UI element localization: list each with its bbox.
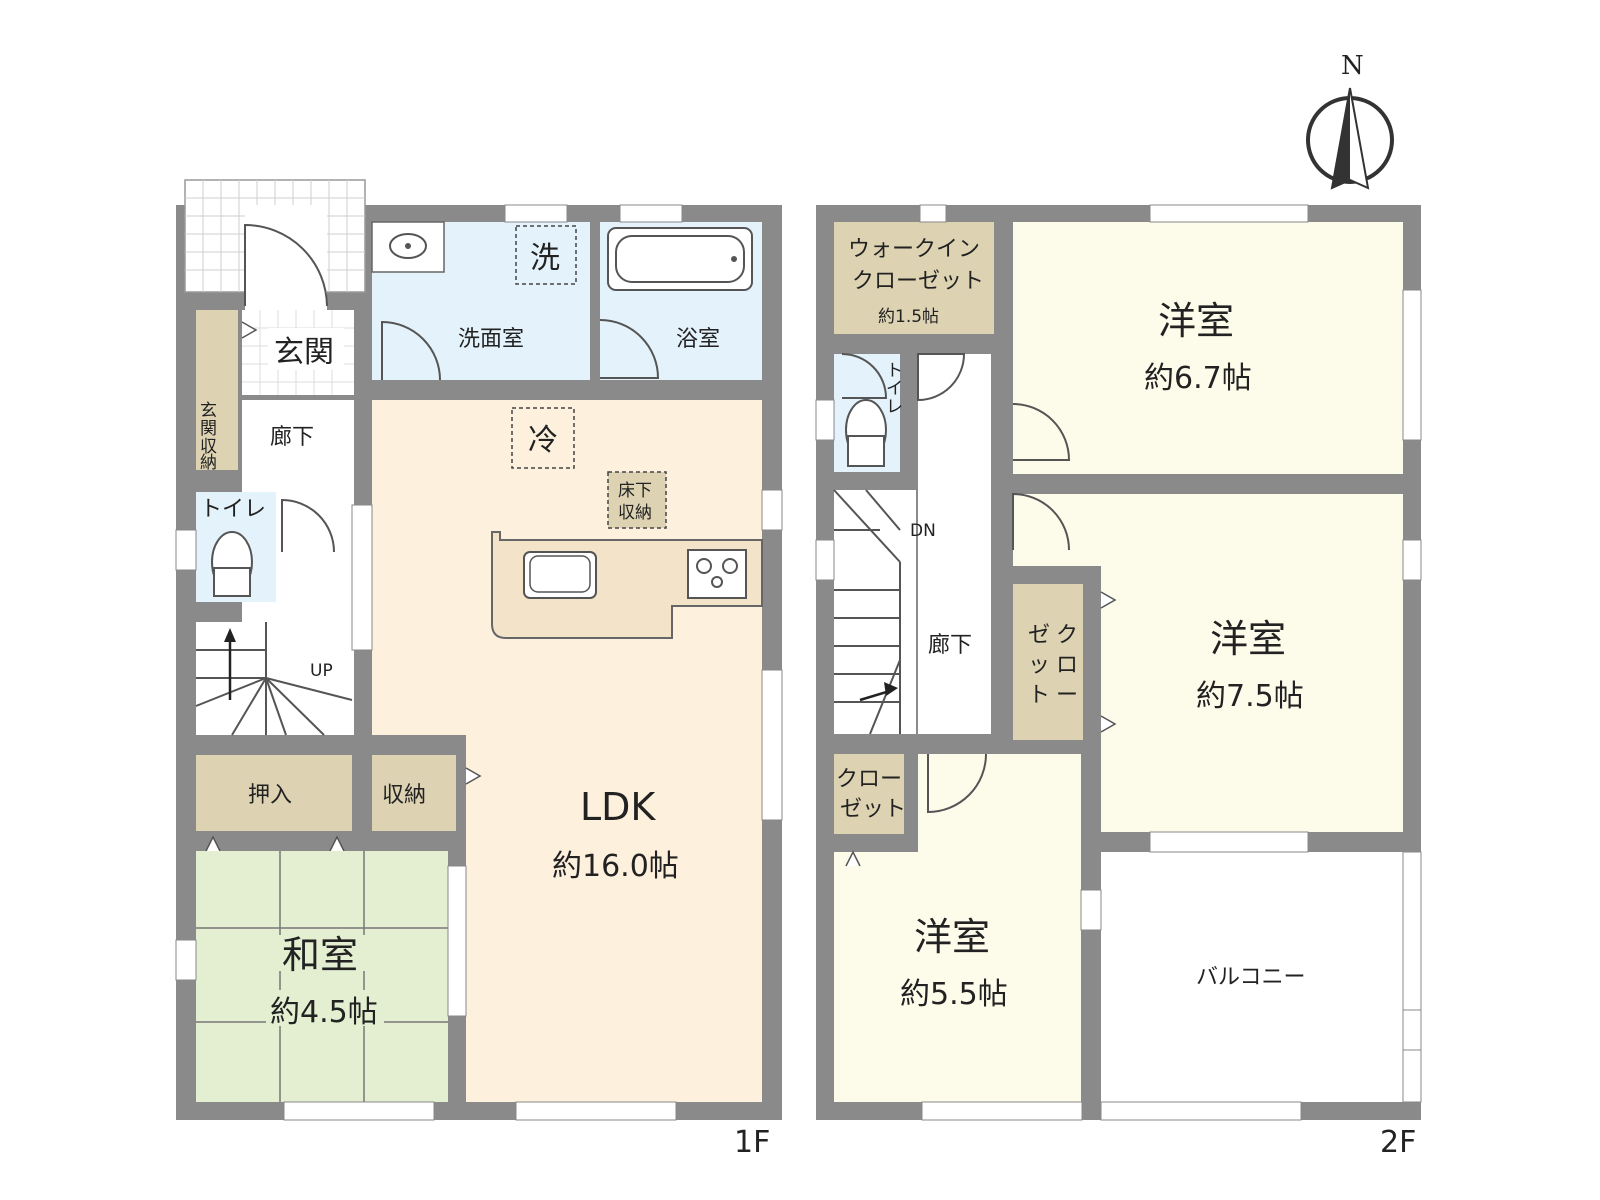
entrance-storage-char-4: 納 xyxy=(200,453,217,473)
storage-1f xyxy=(372,755,456,831)
oshiire-door-left-icon[interactable] xyxy=(205,835,221,852)
fridge-space xyxy=(511,407,575,469)
hallway-2f xyxy=(918,354,991,734)
walkin-closet-size: 約1.5帖 xyxy=(878,307,939,327)
floor-2: ウォークイン クローゼット 約1.5帖 洋室 約6.7帖 ト イ レ 廊下 xyxy=(815,204,1422,1160)
washroom-door-swing-icon[interactable] xyxy=(381,320,441,381)
closet-b2-char-5: ッ xyxy=(1028,653,1050,678)
closet-small xyxy=(834,754,904,834)
underfloor-storage-label-1: 床下 xyxy=(618,481,652,501)
toilet-2f-char-2: イ xyxy=(886,379,903,399)
balcony xyxy=(1101,852,1403,1102)
entrance-label: 玄関 xyxy=(274,335,334,370)
bedroom-2-door-swing-icon[interactable] xyxy=(1012,492,1070,551)
closet-b2-char-2: ロ xyxy=(1056,653,1078,678)
floor2-label: 2F xyxy=(1380,1125,1416,1160)
underfloor-storage xyxy=(607,471,667,529)
oshiire-label: 押入 xyxy=(248,783,292,808)
washroom-label: 洗面室 xyxy=(458,327,524,352)
closet-bedroom-2 xyxy=(1013,584,1083,740)
floor1-label: 1F xyxy=(734,1125,770,1160)
bedroom-3-size: 約5.5帖 xyxy=(900,977,1008,1012)
walkin-closet-label-1: ウォークイン xyxy=(848,237,980,262)
stairs-2f-steps xyxy=(833,489,901,735)
oshiire-door-right-icon[interactable] xyxy=(329,835,345,852)
hallway-1f-label: 廊下 xyxy=(270,425,314,450)
bedroom-3-door-swing-icon[interactable] xyxy=(927,753,987,814)
bedroom-3-name: 洋室 xyxy=(914,915,990,959)
toilet-2f-char-1: ト xyxy=(886,361,903,381)
ldk-size-label: 約16.0帖 xyxy=(552,849,679,884)
walkin-closet xyxy=(834,222,994,334)
washer-label: 洗 xyxy=(530,241,560,276)
bedroom-1 xyxy=(1013,222,1403,474)
closet-small-door-icon[interactable] xyxy=(845,850,861,867)
entrance-storage-char-2: 関 xyxy=(200,419,217,439)
entrance-door-opening xyxy=(245,205,327,310)
balcony-label: バルコニー xyxy=(1196,965,1306,990)
windows-2f xyxy=(815,204,1422,1121)
closet-b2-door-bottom-icon[interactable] xyxy=(1100,715,1117,733)
closet-b2-char-6: ト xyxy=(1028,683,1050,708)
windows-1f xyxy=(175,204,783,1121)
entrance-storage-char-3: 収 xyxy=(200,437,217,457)
bedroom-2 xyxy=(1013,494,1403,832)
entrance-storage-char-1: 玄 xyxy=(200,401,217,421)
fridge-label: 冷 xyxy=(528,423,558,458)
bedroom-2-name: 洋室 xyxy=(1210,617,1286,661)
closet-b2-char-3: ー xyxy=(1056,683,1078,708)
underfloor-storage-label-2: 収納 xyxy=(618,503,652,523)
entrance-storage xyxy=(196,310,238,470)
bath-label: 浴室 xyxy=(676,327,720,352)
entrance-storage-door-icon[interactable] xyxy=(241,321,258,339)
bedroom-1-door-swing-icon[interactable] xyxy=(1012,403,1071,461)
stairs-1f-label: UP xyxy=(310,661,333,681)
ldk-name-label: LDK xyxy=(580,785,656,829)
compass: N xyxy=(1306,51,1394,190)
toilet-1f-door-swing-icon[interactable] xyxy=(281,498,335,553)
storage-1f-label: 収納 xyxy=(382,783,426,808)
closet-small-label-2: ゼット xyxy=(840,797,906,822)
oshiire-closet xyxy=(196,755,352,831)
stairs-2f xyxy=(834,490,916,734)
compass-needle-dark-icon xyxy=(1332,88,1350,188)
closet-b2-char-4: ゼ xyxy=(1028,623,1050,648)
bath-door-swing-icon[interactable] xyxy=(599,319,660,379)
closet-b2-door-top-icon[interactable] xyxy=(1100,591,1117,609)
closet-small-label-1: クロー xyxy=(836,767,902,792)
bedroom-1-name: 洋室 xyxy=(1158,299,1234,343)
japanese-room-name: 和室 xyxy=(282,933,358,977)
compass-north-label: N xyxy=(1341,51,1364,81)
storage-1f-door-icon[interactable] xyxy=(465,767,482,785)
bedroom-1-size: 約6.7帖 xyxy=(1144,361,1252,396)
walkin-closet-label-2: クローゼット xyxy=(852,269,984,294)
closet-b2-char-1: ク xyxy=(1056,623,1078,648)
japanese-room-size: 約4.5帖 xyxy=(270,995,378,1030)
washer-space xyxy=(515,225,577,285)
entrance-door-swing-icon[interactable] xyxy=(244,223,328,307)
hallway-2f-label: 廊下 xyxy=(928,633,972,658)
toilet-2f-char-3: レ xyxy=(886,397,903,417)
bedroom-2-size: 約7.5帖 xyxy=(1196,679,1304,714)
toilet-2f-door-swing-icon[interactable] xyxy=(841,353,888,399)
toilet-1f-label: トイレ xyxy=(200,497,266,522)
japanese-room xyxy=(196,851,448,1102)
stairs-2f-label: DN xyxy=(910,521,936,541)
stove-icon xyxy=(687,549,747,599)
floor-1: 玄関 玄 関 収 納 廊下 トイレ UP xyxy=(175,179,783,1160)
